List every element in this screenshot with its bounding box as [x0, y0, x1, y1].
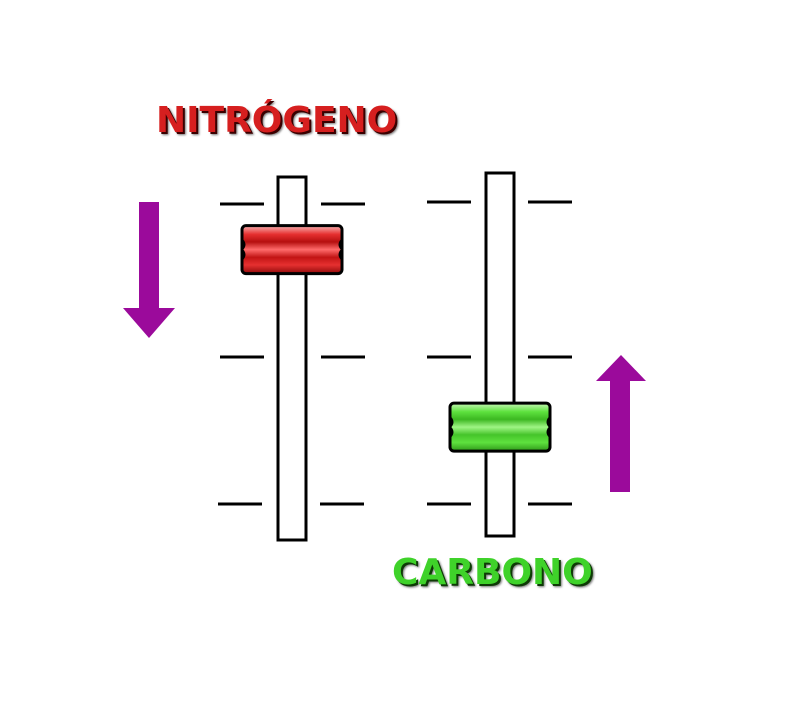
arrow-down-icon — [123, 202, 175, 338]
nitrogen-label: NITRÓGENO — [156, 100, 398, 141]
slider-track — [484, 171, 516, 538]
carbon-slider — [427, 171, 572, 538]
nitrogen-slider — [218, 175, 365, 542]
arrow-up-icon — [596, 355, 646, 492]
carbon-label: CARBONO — [392, 552, 593, 593]
slider-knob[interactable] — [240, 224, 344, 276]
slider-knob[interactable] — [448, 401, 552, 453]
